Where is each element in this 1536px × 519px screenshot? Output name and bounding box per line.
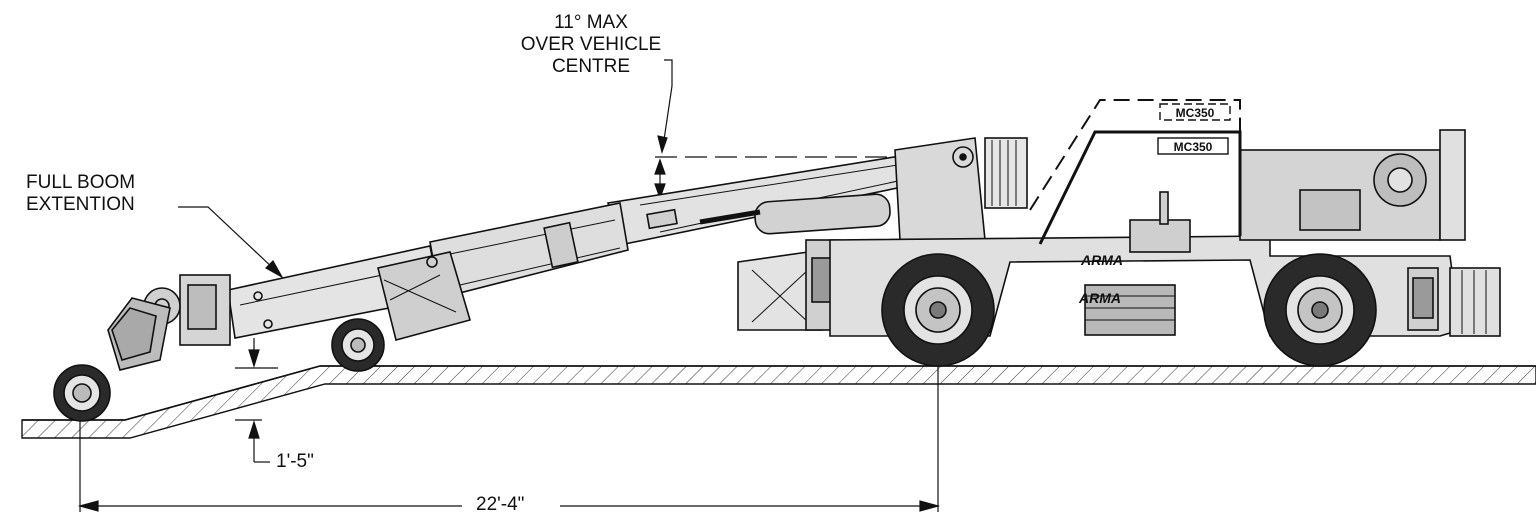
ground-hatch: [21, 365, 1536, 439]
angle-annotation-line-3: CENTRE: [551, 56, 631, 77]
depth-dimension-label: 1'-5": [276, 451, 314, 472]
boom-assembly: [107, 137, 1028, 371]
boom-leader: [178, 206, 284, 279]
model-badge: MC350: [1174, 140, 1213, 154]
reach-dimension-label: 22'-4": [476, 494, 525, 515]
operator-canopy-raised: [1029, 99, 1241, 211]
model-badge-raised: MC350: [1176, 106, 1215, 120]
ground-section: [21, 365, 1536, 439]
angle-annotation: 11° MAX OVER VEHICLE CENTRE: [506, 12, 676, 78]
cutter-drum-front: [53, 364, 111, 422]
brand-logo: ARMA: [1080, 252, 1123, 268]
brand-logo-lower: ARMA: [1078, 290, 1121, 306]
depth-dimension: [235, 338, 278, 463]
front-wheel: [881, 253, 995, 367]
cutter-drum-rear: [331, 318, 385, 372]
angle-annotation-line-1: 11° MAX: [554, 12, 628, 33]
operator-canopy: [1038, 130, 1242, 245]
angle-annotation-line-2: OVER VEHICLE: [520, 34, 662, 55]
boom-annotation: FULL BOOM EXTENTION: [26, 172, 135, 216]
rear-wheel: [1263, 253, 1377, 367]
boom-annotation-line-1: FULL BOOM: [26, 172, 136, 193]
angle-dimension: [654, 59, 940, 200]
boom-annotation-line-2: EXTENTION: [26, 194, 135, 215]
